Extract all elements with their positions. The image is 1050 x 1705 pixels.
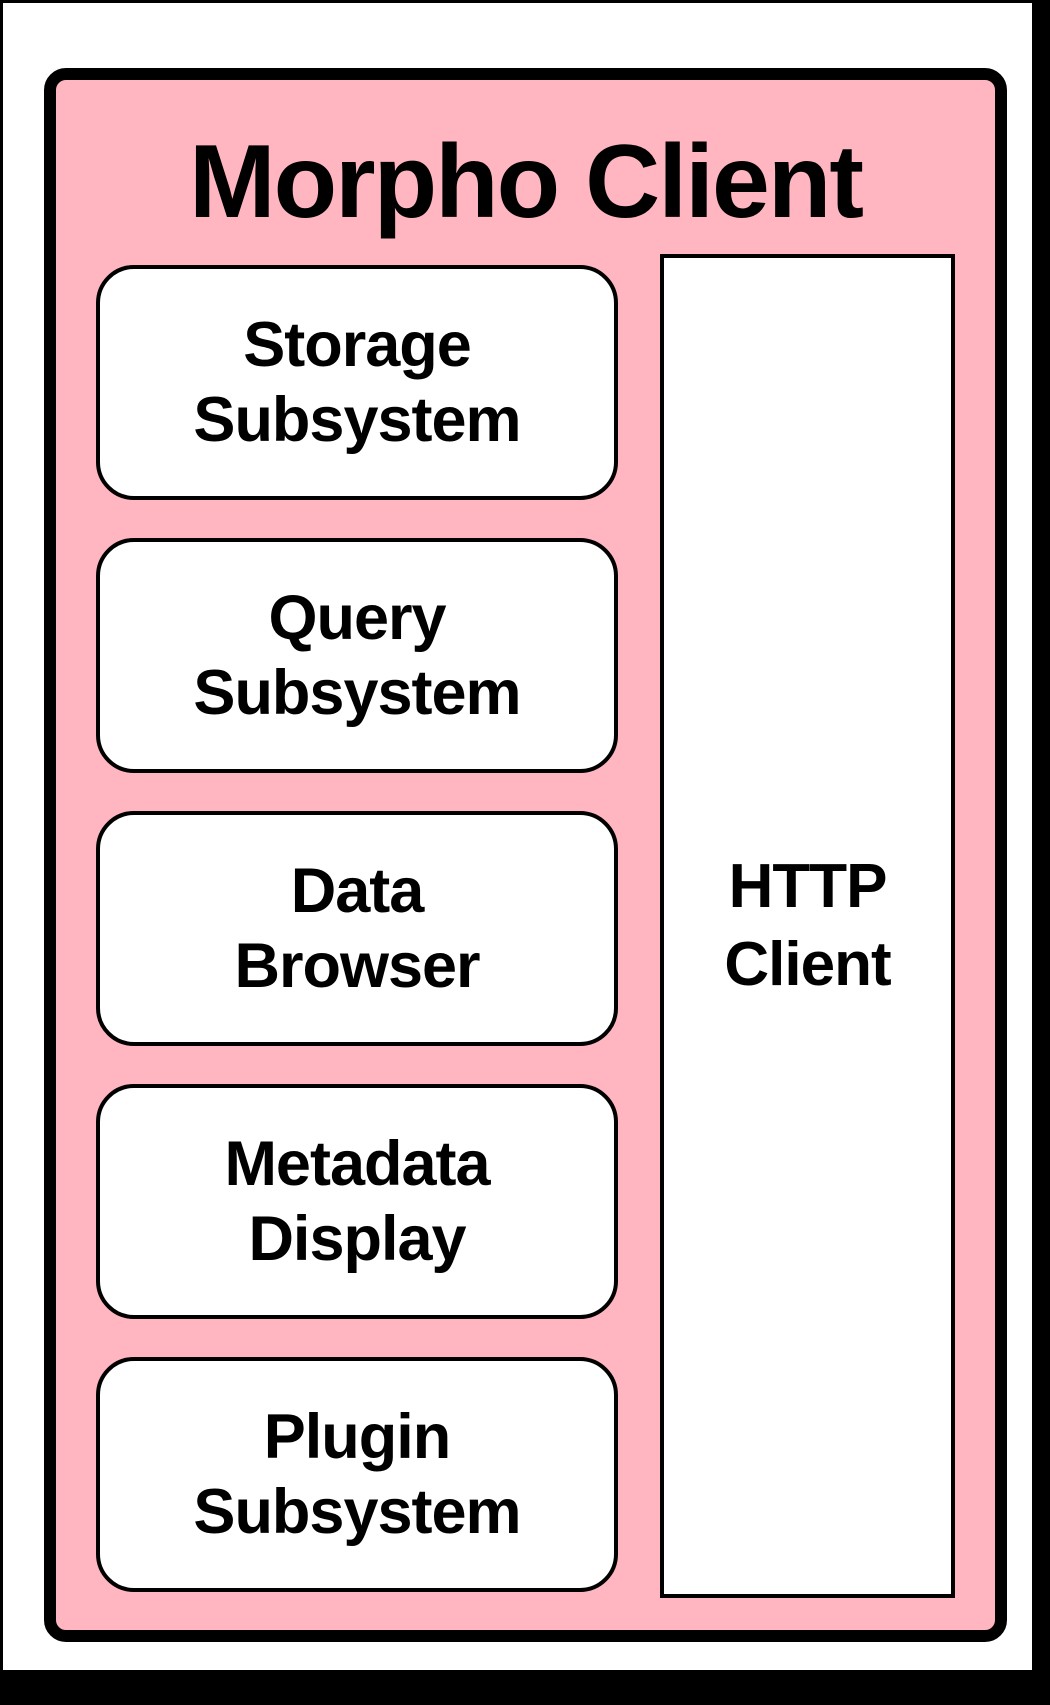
morpho-client-container: Morpho Client Storage Subsystem Query Su… — [44, 68, 1007, 1642]
node-http-client: HTTP Client — [660, 254, 955, 1598]
page-background: Morpho Client Storage Subsystem Query Su… — [3, 3, 1032, 1670]
node-data-browser: Data Browser — [96, 811, 618, 1046]
node-label-line: Data — [290, 855, 425, 926]
node-label-line: Metadata — [224, 1128, 490, 1199]
node-label-line: Subsystem — [193, 384, 521, 455]
node-query-subsystem: Query Subsystem — [96, 538, 618, 773]
node-label-line: Plugin — [263, 1401, 451, 1472]
node-label-line: Display — [248, 1203, 466, 1274]
subsystem-column: Storage Subsystem Query Subsystem Data B… — [96, 265, 618, 1592]
node-label-line: Browser — [234, 930, 480, 1001]
node-label-line: Storage — [243, 309, 472, 380]
node-label-line: Query — [268, 582, 446, 653]
node-label-line: Subsystem — [193, 657, 521, 728]
node-plugin-subsystem: Plugin Subsystem — [96, 1357, 618, 1592]
node-metadata-display: Metadata Display — [96, 1084, 618, 1319]
node-label-line: Client — [724, 930, 891, 999]
node-label-line: HTTP — [728, 852, 888, 921]
diagram-title: Morpho Client — [188, 124, 864, 240]
node-storage-subsystem: Storage Subsystem — [96, 265, 618, 500]
node-label-line: Subsystem — [193, 1476, 521, 1547]
